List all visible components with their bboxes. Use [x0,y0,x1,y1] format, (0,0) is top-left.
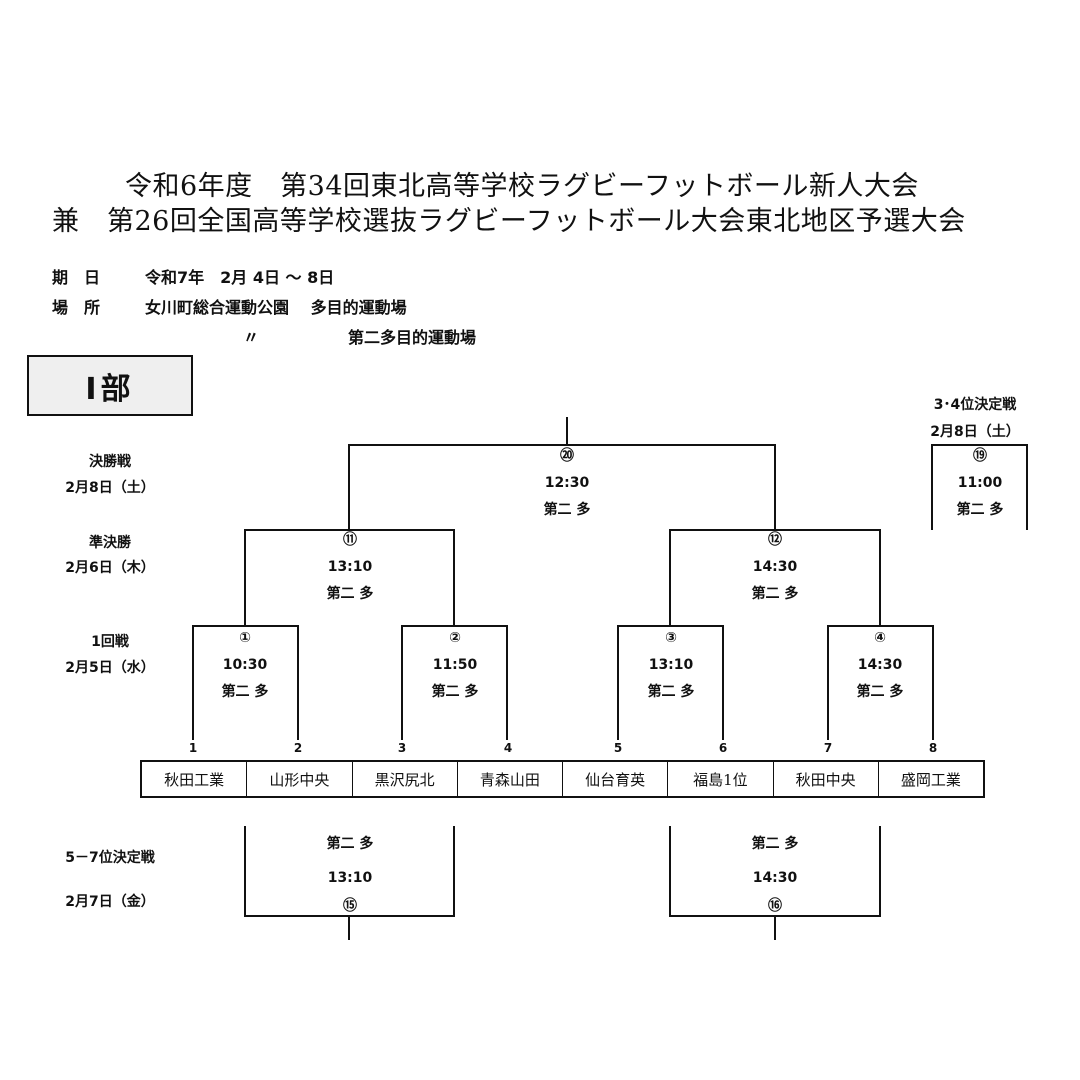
semi-round-date: 2月6日（木） [65,560,155,576]
match-4-time: 14:30 [857,657,903,673]
ditto-mark: 〃 [243,328,260,347]
venue-value-2: 第二多目的運動場 [348,328,477,347]
seed-number: 1 [188,741,198,755]
match-19-time: 11:00 [957,475,1003,491]
seed-number: 7 [823,741,833,755]
date-value: 令和7年 2月 4日 ～ 8日 [145,268,335,287]
match-15-info: 第二 多 13:10 ⑮ [290,827,410,917]
teams-table: 秋田工業 山形中央 黒沢尻北 青森山田 仙台育英 福島1位 秋田中央 盛岡工業 [140,760,985,798]
placement-round-date: 2月7日（金） [65,894,155,910]
match-16-venue: 第二 多 [751,836,799,852]
third-place-round-date: 2月8日（土） [930,424,1020,440]
team-cell: 山形中央 [247,762,353,796]
seed-number: 5 [613,741,623,755]
match-11-number: ⑪ [343,532,357,548]
venue-value-1: 女川町総合運動公園 多目的運動場 [145,298,407,317]
match-19-info: ⑲ 11:00 第二 多 [920,443,1040,524]
seed-number: 2 [293,741,303,755]
title-line-1: 令和6年度 第34回東北高等学校ラグビーフットボール新人大会 [125,171,919,202]
team-cell: 福島1位 [668,762,774,796]
team-cell: 仙台育英 [563,762,669,796]
semi-round-name: 準決勝 [89,535,131,551]
team-cell: 盛岡工業 [900,770,961,789]
venue-label: 場 所 [52,298,101,317]
match-11-info: ⑪ 13:10 第二 多 [290,527,410,608]
seed-number: 6 [718,741,728,755]
team-cell: 秋田工業 [142,762,248,796]
final-round-date: 2月8日（土） [65,480,155,496]
match-19-number: ⑲ [973,448,987,464]
match-15-number: ⑮ [343,898,357,914]
match-1-time: 10:30 [222,657,268,673]
first-round-date: 2月5日（水） [65,660,155,676]
team-cell: 秋田中央 [774,762,879,796]
seed-number: 3 [397,741,407,755]
match-20-venue: 第二 多 [543,502,591,518]
match-2-info: ② 11:50 第二 多 [395,625,515,706]
match-2-venue: 第二 多 [431,684,479,700]
third-place-round-name: 3･4位決定戦 [933,397,1017,413]
match-16-time: 14:30 [752,870,798,886]
match-16-info: 第二 多 14:30 ⑯ [715,827,835,917]
match-16-number: ⑯ [768,898,782,914]
match-3-time: 13:10 [648,657,694,673]
match-4-info: ④ 14:30 第二 多 [820,625,940,706]
match-11-venue: 第二 多 [326,586,374,602]
match-4-venue: 第二 多 [856,684,904,700]
first-round-name: 1回戦 [91,634,129,650]
seed-number: 8 [928,741,938,755]
title-line-2: 兼 第26回全国高等学校選抜ラグビーフットボール大会東北地区予選大会 [52,206,966,237]
match-12-venue: 第二 多 [751,586,799,602]
team-cell: 黒沢尻北 [353,762,458,796]
match-3-number: ③ [665,630,677,646]
placement-round-name: 5－7位決定戦 [65,850,155,866]
seed-number: 4 [503,741,513,755]
match-20-info: ⑳ 12:30 第二 多 [507,443,627,524]
match-1-info: ① 10:30 第二 多 [185,625,305,706]
match-20-number: ⑳ [560,448,574,464]
match-1-venue: 第二 多 [221,684,269,700]
match-19-venue: 第二 多 [956,502,1004,518]
match-11-time: 13:10 [327,559,373,575]
team-cell: 青森山田 [458,762,563,796]
match-1-number: ① [239,630,251,646]
match-15-time: 13:10 [327,870,373,886]
match-2-number: ② [449,630,461,646]
match-12-info: ⑫ 14:30 第二 多 [715,527,835,608]
match-3-info: ③ 13:10 第二 多 [611,625,731,706]
match-4-number: ④ [874,630,886,646]
match-3-venue: 第二 多 [647,684,695,700]
match-12-time: 14:30 [752,559,798,575]
division-label: Ⅰ部 [27,355,193,416]
match-2-time: 11:50 [432,657,478,673]
date-label: 期 日 [52,268,101,287]
match-20-time: 12:30 [544,475,590,491]
match-15-venue: 第二 多 [326,836,374,852]
final-round-name: 決勝戦 [89,454,131,470]
match-12-number: ⑫ [768,532,782,548]
